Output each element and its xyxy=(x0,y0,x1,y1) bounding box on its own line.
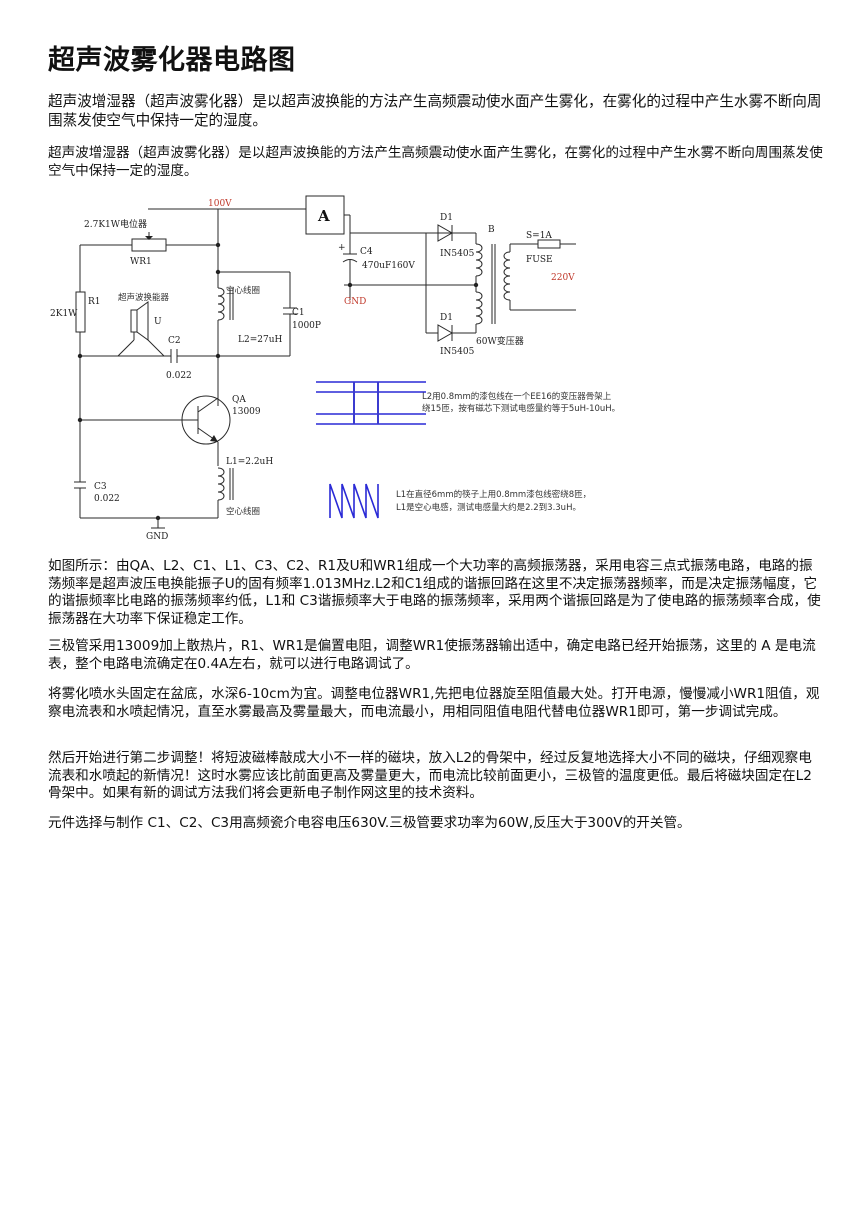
d1-bottom-label: D1 xyxy=(440,313,453,323)
c3-label: C3 xyxy=(94,482,107,492)
transformer-secondary-lower xyxy=(475,291,483,325)
qa-model: 13009 xyxy=(232,407,261,417)
coil-top-label: 空心线圈 xyxy=(226,285,260,296)
pot-label: 2.7K1W电位器 xyxy=(84,218,147,230)
gnd-mid-label: GND xyxy=(344,297,366,307)
c3-value: 0.022 xyxy=(94,494,120,504)
c4-value: 470uF160V xyxy=(362,261,415,271)
d1-top-label: D1 xyxy=(440,213,453,223)
transducer-symbol xyxy=(130,309,138,333)
c2-label: C2 xyxy=(168,336,181,346)
note-l2-line2: 绕15匝，按有磁芯下测试电感量约等于5uH-10uH。 xyxy=(422,403,620,414)
fuse-label: FUSE xyxy=(526,255,553,265)
capacitor-c4-symbol xyxy=(342,259,358,263)
intro-paragraph-large: 超声波增湿器（超声波雾化器）是以超声波换能的方法产生高频震动使水面产生雾化，在雾… xyxy=(48,93,822,129)
r1-label: R1 xyxy=(88,297,101,307)
ac-voltage-label: 220V xyxy=(551,273,575,283)
l1-label: L1=2.2uH xyxy=(226,457,273,467)
c1-label: C1 xyxy=(292,308,305,318)
note-l2-line1: L2用0.8mm的漆包线在一个EE16的变压器骨架上 xyxy=(422,391,612,402)
d1-top-model: IN5405 xyxy=(440,249,475,259)
c1-value: 1000P xyxy=(292,321,321,331)
transformer-secondary-upper xyxy=(475,243,483,277)
fuse-rating-label: S=1A xyxy=(526,231,552,241)
parts-selection-paragraph: 元件选择与制作 C1、C2、C3用高频瓷介电容电压630V.三极管要求功率为60… xyxy=(48,815,691,831)
adjustment-step2-paragraph: 然后开始进行第二步调整！将短波磁棒敲成大小不一样的磁块，放入L2的骨架中，经过反… xyxy=(48,750,812,801)
c4-label: C4 xyxy=(360,247,373,257)
r1-value: 2K1W xyxy=(50,309,78,319)
note-l1-line1: L1在直径6mm的筷子上用0.8mm漆包线密绕8匝， xyxy=(396,489,591,500)
fuse-symbol xyxy=(537,239,561,249)
bias-paragraph: 三极管采用13009加上散热片，R1、WR1是偏置电阻，调整WR1使振荡器输出适… xyxy=(48,638,816,672)
svg-text:+: + xyxy=(338,243,346,253)
transducer-u-label: U xyxy=(154,317,162,327)
inductor-l2-symbol xyxy=(217,287,225,321)
transformer-primary xyxy=(503,251,511,301)
l1-coil-sketch xyxy=(329,483,379,519)
transformer-b-label: B xyxy=(488,225,495,235)
diode-d1-bottom-symbol xyxy=(437,324,454,342)
transformer-label: 60W变压器 xyxy=(476,335,524,347)
potentiometer-symbol xyxy=(131,238,167,252)
intro-paragraph: 超声波增湿器（超声波雾化器）是以超声波换能的方法产生高频震动使水面产生雾化，在雾… xyxy=(48,145,823,179)
gnd-bottom-label: GND xyxy=(146,532,168,542)
c2-value: 0.022 xyxy=(166,371,192,381)
vcc-label: 100V xyxy=(208,199,232,209)
qa-label: QA xyxy=(232,395,246,405)
wr1-label: WR1 xyxy=(130,257,152,267)
transducer-label: 超声波换能器 xyxy=(118,292,170,303)
page-title: 超声波雾化器电路图 xyxy=(48,45,296,76)
d1-bottom-model: IN5405 xyxy=(440,347,475,357)
note-l1-line2: L1是空心电感，测试电感量大约是2.2到3.3uH。 xyxy=(396,502,581,513)
circuit-diagram: 100V A 2.7K1W电位器 WR1 R1 2K1W 超声波换能器 U xyxy=(50,195,620,542)
inductor-l1-symbol xyxy=(217,467,225,501)
description-paragraph: 如图所示：由QA、L2、C1、L1、C3、C2、R1及U和WR1组成一个大功率的… xyxy=(48,558,821,627)
diode-d1-top-symbol xyxy=(437,224,454,242)
adjustment-step1-paragraph: 将雾化喷水头固定在盆底，水深6-10cm为宜。调整电位器WR1,先把电位器旋至阻… xyxy=(48,686,820,720)
ammeter-label: A xyxy=(317,207,330,225)
l2-label: L2=27uH xyxy=(238,335,282,345)
coil-bottom-label: 空心线圈 xyxy=(226,506,260,517)
